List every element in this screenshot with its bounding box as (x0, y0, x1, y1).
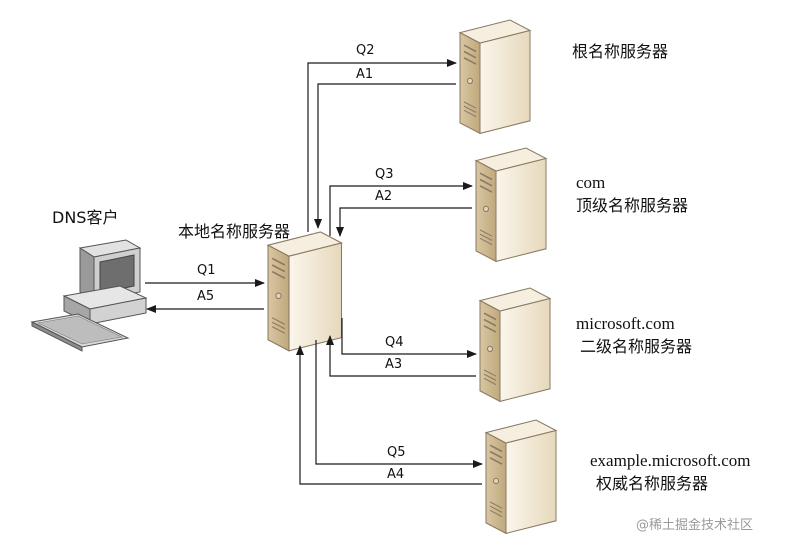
label-a4: A4 (387, 467, 405, 482)
com-server-icon (475, 147, 547, 263)
example-server-icon (485, 419, 557, 535)
client-label: DNS客户 (52, 208, 119, 227)
label-a3: A3 (385, 357, 403, 372)
label-a2: A2 (375, 189, 393, 204)
arrow-q2 (307, 59, 457, 232)
microsoft-server-label: 二级名称服务器 (580, 337, 693, 356)
label-q5: Q5 (387, 445, 406, 460)
local-server-label: 本地名称服务器 (178, 222, 291, 241)
label-q4: Q4 (385, 335, 404, 350)
microsoft-server-icon (479, 287, 551, 403)
arrow-a4 (296, 345, 482, 485)
arrow-q3 (329, 182, 473, 236)
label-q2: Q2 (356, 43, 375, 58)
watermark: @稀土掘金技术社区 (636, 518, 754, 533)
client-computer-icon (30, 239, 148, 352)
com-server-label: 顶级名称服务器 (576, 196, 689, 215)
root-server-icon (459, 19, 531, 135)
example-server-label: 权威名称服务器 (596, 474, 709, 493)
arrow-a2 (336, 207, 472, 237)
label-q1: Q1 (197, 263, 216, 278)
label-q3: Q3 (375, 167, 394, 182)
example-server-domain: example.microsoft.com (590, 451, 751, 470)
microsoft-server-domain: microsoft.com (576, 314, 675, 333)
arrow-q5 (315, 340, 483, 468)
label-a1: A1 (356, 67, 374, 82)
com-server-domain: com (576, 173, 606, 192)
arrow-q4 (341, 318, 477, 358)
label-a5: A5 (197, 289, 215, 304)
arrow-a3 (326, 335, 476, 377)
root-server-label: 根名称服务器 (572, 42, 669, 61)
local-server-icon (267, 231, 343, 352)
arrow-a1 (314, 83, 456, 229)
